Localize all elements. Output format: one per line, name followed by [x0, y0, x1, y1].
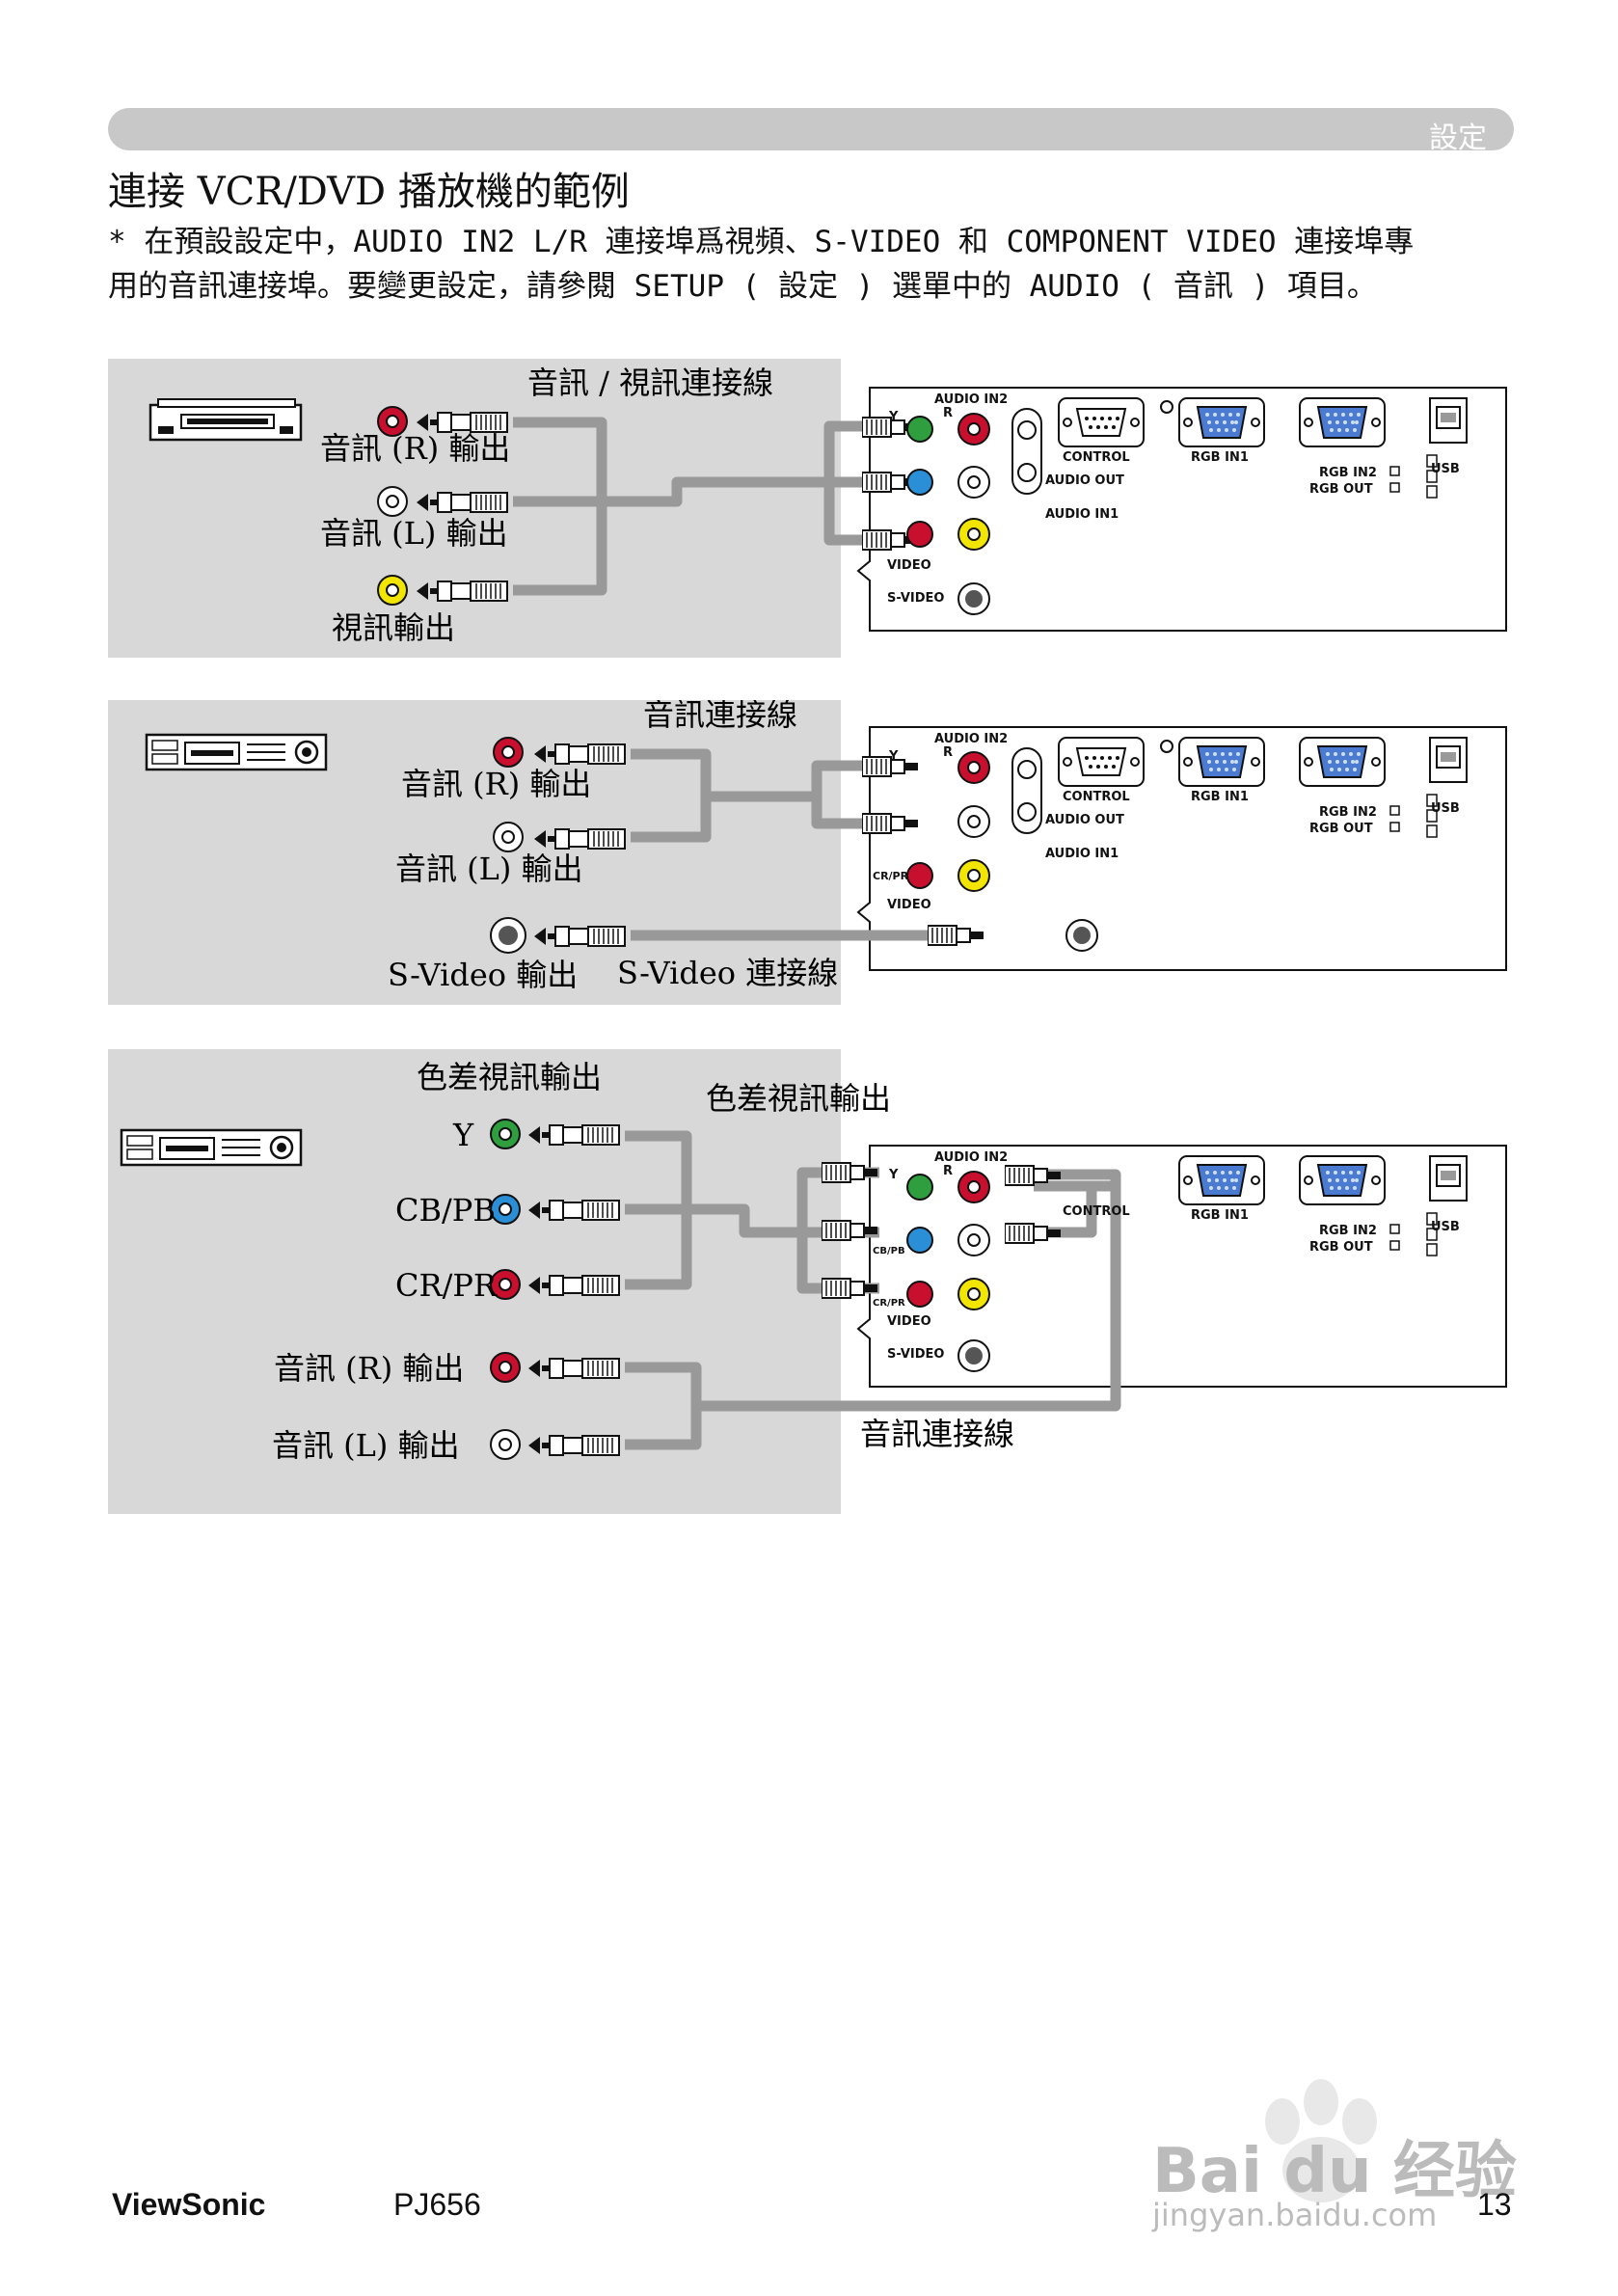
section-label: 設定 [1429, 122, 1487, 155]
svg-text:AUDIO IN2: AUDIO IN2 [934, 732, 1008, 746]
svg-text:RGB OUT: RGB OUT [1309, 1240, 1373, 1255]
rgb-in1-port [1178, 397, 1265, 447]
svg-text:USB: USB [1431, 462, 1460, 476]
av-cable [513, 417, 829, 596]
audio-cable [631, 748, 817, 843]
svg-text:Y: Y [888, 410, 899, 424]
svg-text:音訊 (L) 輸出: 音訊 (L) 輸出 [395, 851, 583, 887]
note-line-1: * 在預設設定中，AUDIO IN2 L/R 連接埠爲視頻、S-VIDEO 和 … [108, 225, 1415, 259]
section-tab: 設定 [108, 108, 1514, 155]
component-cable [625, 1130, 802, 1290]
svg-text:AUDIO IN1: AUDIO IN1 [1045, 847, 1119, 861]
svg-text:RGB OUT: RGB OUT [1309, 482, 1373, 497]
svg-text:RGB IN1: RGB IN1 [1191, 790, 1249, 804]
svg-text:USB: USB [1431, 801, 1460, 816]
svg-text:音訊連接線: 音訊連接線 [860, 1416, 1014, 1452]
footer-brand: ViewSonic [112, 2187, 266, 2222]
svg-text:音訊 (R) 輸出: 音訊 (R) 輸出 [401, 766, 591, 802]
vcr-icon [148, 397, 303, 442]
dvd-svideo-connection-diagram: 音訊連接線 音訊 (R) 輸出 音訊 (L) 輸出 S-Video 輸出 S-V… [108, 700, 1516, 1018]
svg-text:RGB IN1: RGB IN1 [1191, 1208, 1249, 1223]
video-out-label: 視訊輸出 [332, 609, 455, 646]
svg-text:CONTROL: CONTROL [1063, 790, 1130, 804]
svg-text:S-Video 連接線: S-Video 連接線 [617, 955, 838, 991]
svg-text:CR/PR: CR/PR [873, 870, 909, 882]
svg-text:CONTROL: CONTROL [1063, 450, 1130, 465]
svg-text:R: R [943, 406, 953, 420]
svg-text:Y: Y [452, 1117, 474, 1153]
svg-text:AUDIO OUT: AUDIO OUT [1045, 813, 1124, 827]
svg-text:S-VIDEO: S-VIDEO [887, 591, 944, 606]
dvd-player-icon [120, 1128, 303, 1167]
svg-text:音訊 (L) 輸出: 音訊 (L) 輸出 [272, 1427, 460, 1464]
svg-text:色差視訊輸出: 色差視訊輸出 [417, 1059, 602, 1095]
svg-text:R: R [943, 1164, 953, 1178]
svg-text:音訊 (R) 輸出: 音訊 (R) 輸出 [274, 1350, 464, 1387]
svg-text:RGB IN2: RGB IN2 [1319, 1224, 1377, 1238]
dvd-component-connection-diagram: 色差視訊輸出 色差視訊輸出 Y CB/PB CR/PR 音訊 (R) 輸出 音訊… [108, 1049, 1516, 1524]
svg-text:RGB OUT: RGB OUT [1309, 822, 1373, 836]
svg-text:USB: USB [1431, 1220, 1460, 1234]
page-number: 13 [1477, 2187, 1512, 2222]
rgb-in2-port [1299, 397, 1386, 447]
svg-text:RGB IN2: RGB IN2 [1319, 805, 1377, 820]
svg-text:S-VIDEO: S-VIDEO [887, 1347, 944, 1362]
svg-text:Y: Y [888, 749, 899, 764]
svg-text:VIDEO: VIDEO [887, 1314, 931, 1329]
note-line-2: 用的音訊連接埠。要變更設定，請參閱 SETUP ( 設定 ) 選單中的 AUDI… [108, 269, 1377, 304]
svg-text:CR/PR: CR/PR [395, 1267, 498, 1304]
svg-text:AUDIO IN1: AUDIO IN1 [1045, 507, 1119, 522]
component-panel-background [108, 1049, 841, 1514]
svg-text:RGB IN1: RGB IN1 [1191, 450, 1249, 465]
svg-text:CB/PB: CB/PB [395, 1192, 496, 1229]
audio-l-out-label: 音訊 (L) 輸出 [320, 515, 508, 552]
svg-text:AUDIO OUT: AUDIO OUT [1045, 473, 1124, 488]
svg-text:VIDEO: VIDEO [887, 558, 931, 573]
svg-text:Y: Y [888, 1168, 899, 1182]
footer-model: PJ656 [393, 2187, 481, 2222]
svg-text:VIDEO: VIDEO [887, 898, 931, 912]
audio-r-out-label: 音訊 (R) 輸出 [320, 430, 510, 467]
svg-text:CB/PB: CB/PB [873, 1246, 905, 1256]
svg-text:R: R [943, 745, 953, 760]
svg-text:CONTROL: CONTROL [1063, 1204, 1130, 1219]
svg-text:AUDIO IN2: AUDIO IN2 [934, 392, 1008, 407]
svg-text:RGB IN2: RGB IN2 [1319, 466, 1377, 480]
svg-text:色差視訊輸出: 色差視訊輸出 [706, 1080, 891, 1117]
svg-text:AUDIO IN2: AUDIO IN2 [934, 1150, 1008, 1165]
svg-text:CR/PR: CR/PR [873, 1298, 905, 1309]
watermark-text: Bai du 经验 [1152, 2136, 1517, 2207]
svg-text:S-Video 輸出: S-Video 輸出 [388, 957, 578, 993]
note-paragraph: * 在預設設定中，AUDIO IN2 L/R 連接埠爲視頻、S-VIDEO 和 … [108, 220, 1525, 309]
watermark-url: jingyan.baidu.com [1152, 2197, 1438, 2233]
vcr-connection-diagram: 音訊 / 視訊連接線 音訊 (R) 輸出 音訊 (L) 輸出 視訊輸出 AUDI… [108, 359, 1516, 667]
audio-cable [625, 1180, 1121, 1450]
watermark-paw-icon [1265, 2079, 1377, 2202]
page-heading: 連接 VCR/DVD 播放機的範例 [108, 170, 630, 214]
svg-text:音訊連接線: 音訊連接線 [643, 700, 797, 733]
av-cable-label: 音訊 / 視訊連接線 [527, 365, 773, 401]
dvd-player-icon [145, 733, 328, 771]
